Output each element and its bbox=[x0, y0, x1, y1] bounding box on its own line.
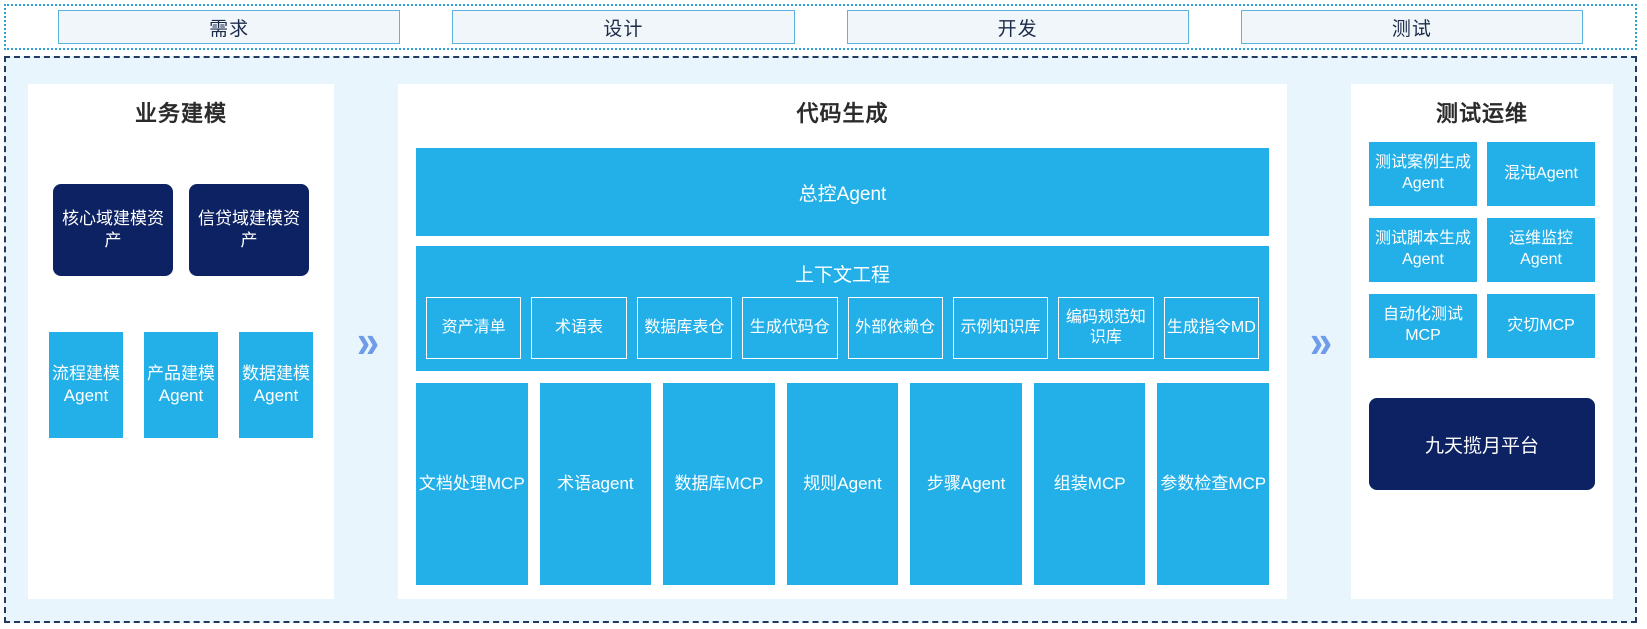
context-item-glossary[interactable]: 术语表 bbox=[531, 297, 627, 359]
tool-card-glossary-agent[interactable]: 术语agent bbox=[539, 383, 652, 585]
platform-card-jiutian-lanyue[interactable]: 九天揽月平台 bbox=[1369, 398, 1595, 490]
code-generation-body: 总控Agent 上下文工程 资产清单 术语表 数据库表仓 生成代码仓 外部依赖仓… bbox=[412, 142, 1273, 585]
phase-tab-requirements[interactable]: 需求 bbox=[58, 10, 401, 44]
business-agent-row: 流程建模Agent 产品建模Agent 数据建模Agent bbox=[42, 332, 320, 438]
panel-title-test-operations: 测试运维 bbox=[1435, 101, 1528, 126]
agent-card-product-modeling[interactable]: 产品建模Agent bbox=[144, 332, 218, 438]
panel-test-operations: 测试运维 测试案例生成Agent 混沌Agent 测试脚本生成Agent 运维监… bbox=[1351, 84, 1613, 599]
context-item-example-knowledge-base[interactable]: 示例知识库 bbox=[952, 297, 1049, 359]
tool-card-document-processing-mcp[interactable]: 文档处理MCP bbox=[416, 383, 528, 585]
agent-card-data-modeling[interactable]: 数据建模Agent bbox=[239, 332, 313, 438]
master-agent-bar[interactable]: 总控Agent bbox=[416, 148, 1269, 236]
architecture-diagram-area: 业务建模 核心域建模资产 信贷域建模资产 流程建模Agent 产品建模Agent… bbox=[4, 56, 1637, 623]
tool-card-parameter-check-mcp[interactable]: 参数检查MCP bbox=[1157, 383, 1270, 585]
panel-business-modeling: 业务建模 核心域建模资产 信贷域建模资产 流程建模Agent 产品建模Agent… bbox=[28, 84, 334, 599]
context-item-db-table-repo[interactable]: 数据库表仓 bbox=[636, 297, 733, 359]
business-modeling-body: 核心域建模资产 信贷域建模资产 流程建模Agent 产品建模Agent 数据建模… bbox=[42, 142, 320, 585]
context-item-generated-code-repo[interactable]: 生成代码仓 bbox=[742, 297, 838, 359]
double-chevron-right-icon: » bbox=[1309, 316, 1332, 367]
ops-card-automated-test-mcp[interactable]: 自动化测试MCP bbox=[1369, 294, 1477, 358]
asset-card-credit-domain[interactable]: 信贷域建模资产 bbox=[189, 184, 309, 276]
context-item-generation-instruction-md[interactable]: 生成指令MD bbox=[1163, 297, 1259, 359]
phase-strip: 需求 设计 开发 测试 bbox=[4, 4, 1637, 50]
ops-card-operations-monitoring-agent[interactable]: 运维监控Agent bbox=[1487, 218, 1595, 282]
testops-row: 测试脚本生成Agent 运维监控Agent bbox=[1365, 218, 1599, 282]
tool-card-step-agent[interactable]: 步骤Agent bbox=[910, 383, 1022, 585]
business-asset-row: 核心域建模资产 信贷域建模资产 bbox=[42, 184, 320, 276]
tool-card-rule-agent[interactable]: 规则Agent bbox=[786, 383, 899, 585]
phase-tab-label: 需求 bbox=[209, 18, 250, 40]
context-item-coding-standard-knowledge-base[interactable]: 编码规范知识库 bbox=[1058, 297, 1154, 359]
double-chevron-right-icon: » bbox=[356, 316, 379, 367]
testops-row: 自动化测试MCP 灾切MCP bbox=[1365, 294, 1599, 358]
phase-tab-label: 测试 bbox=[1391, 18, 1432, 40]
ops-card-test-script-generation-agent[interactable]: 测试脚本生成Agent bbox=[1369, 218, 1477, 282]
phase-tab-design[interactable]: 设计 bbox=[452, 10, 795, 44]
context-item-external-dependency-repo[interactable]: 外部依赖仓 bbox=[847, 297, 943, 359]
context-item-asset-inventory[interactable]: 资产清单 bbox=[426, 297, 522, 359]
flow-arrow-codegen-to-testops: » bbox=[1287, 84, 1351, 599]
test-operations-body: 测试案例生成Agent 混沌Agent 测试脚本生成Agent 运维监控Agen… bbox=[1365, 142, 1599, 585]
agent-card-process-modeling[interactable]: 流程建模Agent bbox=[49, 332, 123, 438]
ops-card-disaster-switch-mcp[interactable]: 灾切MCP bbox=[1487, 294, 1595, 358]
testops-row: 测试案例生成Agent 混沌Agent bbox=[1365, 142, 1599, 206]
context-engineering-title: 上下文工程 bbox=[794, 265, 890, 286]
ops-card-chaos-agent[interactable]: 混沌Agent bbox=[1487, 142, 1595, 206]
phase-tab-development[interactable]: 开发 bbox=[846, 10, 1189, 44]
panel-title-code-generation: 代码生成 bbox=[796, 101, 889, 126]
phase-tab-testing[interactable]: 测试 bbox=[1240, 10, 1583, 44]
tool-card-assembly-mcp[interactable]: 组装MCP bbox=[1033, 383, 1146, 585]
codegen-tool-row: 文档处理MCP 术语agent 数据库MCP 规则Agent 步骤Agent 组… bbox=[416, 383, 1270, 585]
panel-code-generation: 代码生成 总控Agent 上下文工程 资产清单 术语表 数据库表仓 生成代码仓 … bbox=[398, 84, 1287, 599]
ops-card-test-case-generation-agent[interactable]: 测试案例生成Agent bbox=[1369, 142, 1477, 206]
flow-arrow-business-to-codegen: » bbox=[334, 84, 398, 599]
tool-card-database-mcp[interactable]: 数据库MCP bbox=[663, 383, 775, 585]
asset-card-core-domain[interactable]: 核心域建模资产 bbox=[53, 184, 173, 276]
phase-tab-label: 开发 bbox=[997, 18, 1038, 40]
phase-tab-label: 设计 bbox=[603, 18, 644, 40]
context-engineering-items: 资产清单 术语表 数据库表仓 生成代码仓 外部依赖仓 示例知识库 编码规范知识库… bbox=[426, 297, 1259, 359]
panel-title-business-modeling: 业务建模 bbox=[134, 101, 227, 126]
context-engineering-block: 上下文工程 资产清单 术语表 数据库表仓 生成代码仓 外部依赖仓 示例知识库 编… bbox=[416, 246, 1269, 371]
